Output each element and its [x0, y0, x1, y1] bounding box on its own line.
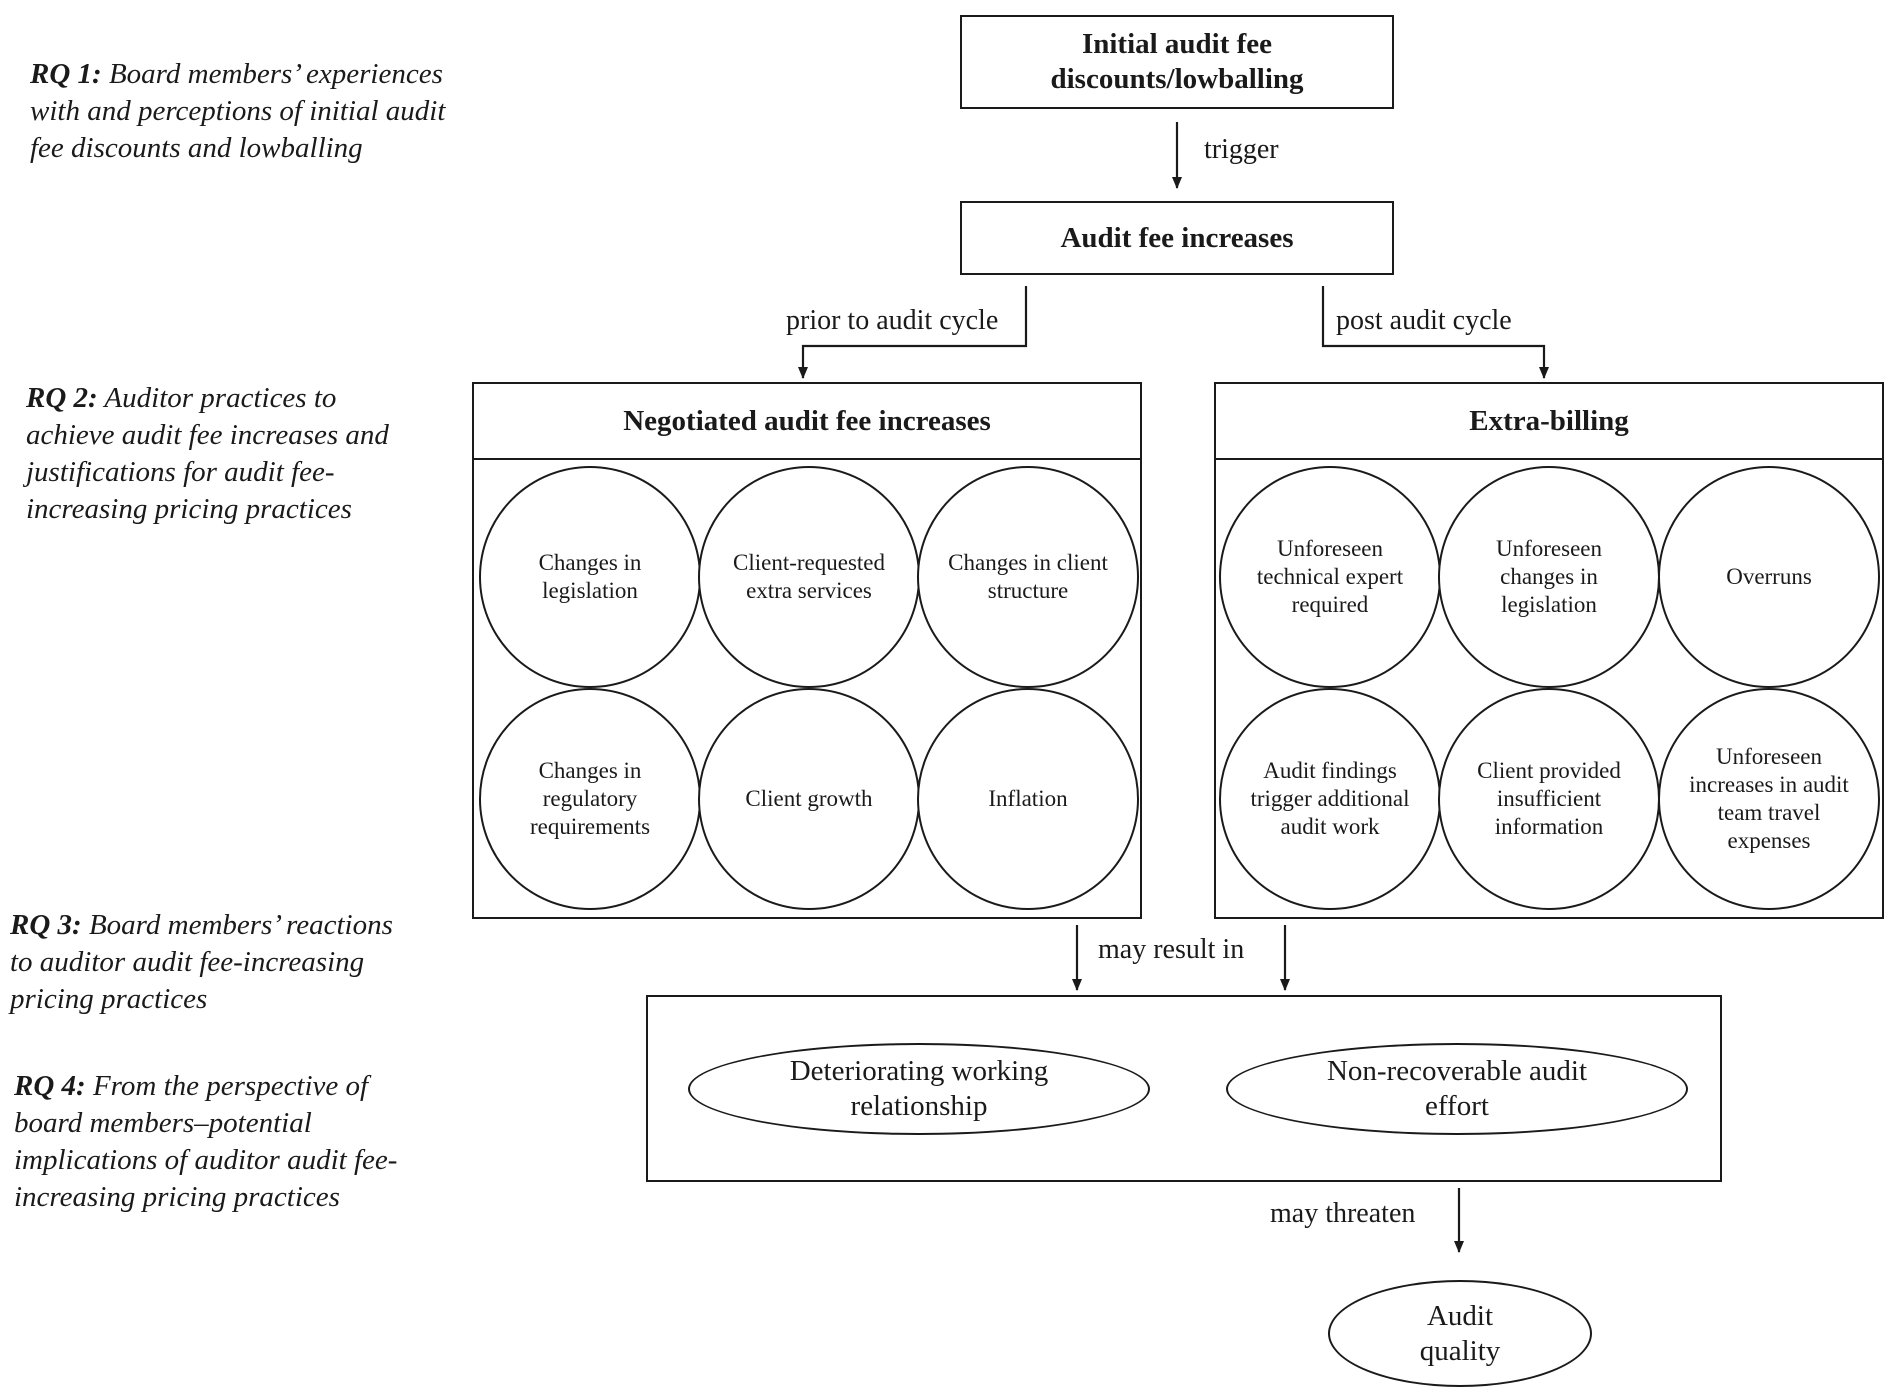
- negotiated-item: Client growth: [698, 688, 920, 910]
- rq1-label: RQ 1:: [30, 58, 102, 90]
- rq3-text: RQ 3: Board members’ reactions to audito…: [10, 907, 410, 1018]
- extra-billing-item: Unforeseen increases in audit team trave…: [1658, 688, 1880, 910]
- may-threaten-label: may threaten: [1270, 1198, 1416, 1229]
- negotiated-item: Changes in legislation: [479, 466, 701, 688]
- trigger-label: trigger: [1204, 134, 1279, 165]
- audit-quality-ellipse: Audit quality: [1328, 1280, 1592, 1387]
- rq4-body: From the perspective of board members–po…: [14, 1070, 398, 1213]
- negotiated-item: Changes in client structure: [917, 466, 1139, 688]
- negotiated-item: Changes in regulatory requirements: [479, 688, 701, 910]
- rq1-text: RQ 1: Board members’ experiences with an…: [30, 56, 450, 167]
- consequence-ellipse: Deteriorating working relationship: [688, 1043, 1150, 1135]
- rq2-text: RQ 2: Auditor practices to achieve audit…: [26, 380, 396, 528]
- extra-billing-item: Client provided insufficient information: [1438, 688, 1660, 910]
- extra-billing-title: Extra-billing: [1216, 384, 1882, 460]
- rq2-body: Auditor practices to achieve audit fee i…: [26, 382, 389, 525]
- fee-increases-box: Audit fee increases: [960, 201, 1394, 275]
- fee-increases-label: Audit fee increases: [1060, 221, 1294, 254]
- negotiated-item: Client-requested extra services: [698, 466, 920, 688]
- extra-billing-panel: Extra-billing Unforeseen technical exper…: [1214, 382, 1884, 919]
- rq2-label: RQ 2:: [26, 382, 98, 414]
- extra-billing-item: Unforeseen technical expert required: [1219, 466, 1441, 688]
- post-label: post audit cycle: [1336, 305, 1512, 336]
- extra-billing-item: Audit findings trigger additional audit …: [1219, 688, 1441, 910]
- rq4-text: RQ 4: From the perspective of board memb…: [14, 1068, 422, 1216]
- extra-billing-item: Overruns: [1658, 466, 1880, 688]
- initial-discount-box: Initial audit fee discounts/lowballing: [960, 15, 1394, 109]
- initial-discount-label: Initial audit fee discounts/lowballing: [1050, 28, 1304, 95]
- prior-arrow: [798, 286, 1028, 379]
- negotiated-title: Negotiated audit fee increases: [474, 384, 1140, 460]
- rq4-label: RQ 4:: [14, 1070, 86, 1102]
- post-arrow: [1321, 286, 1549, 379]
- extra-billing-item: Unforeseen changes in legislation: [1438, 466, 1660, 688]
- consequence-ellipse: Non-recoverable audit effort: [1226, 1043, 1688, 1135]
- consequences-box: Deteriorating working relationship Non-r…: [646, 995, 1722, 1182]
- rq3-body: Board members’ reactions to auditor audi…: [10, 909, 393, 1015]
- negotiated-item: Inflation: [917, 688, 1139, 910]
- rq1-body: Board members’ experiences with and perc…: [30, 58, 446, 164]
- negotiated-panel: Negotiated audit fee increases Changes i…: [472, 382, 1142, 919]
- rq3-label: RQ 3:: [10, 909, 82, 941]
- may-result-in-label: may result in: [1098, 934, 1245, 965]
- prior-label: prior to audit cycle: [786, 305, 999, 336]
